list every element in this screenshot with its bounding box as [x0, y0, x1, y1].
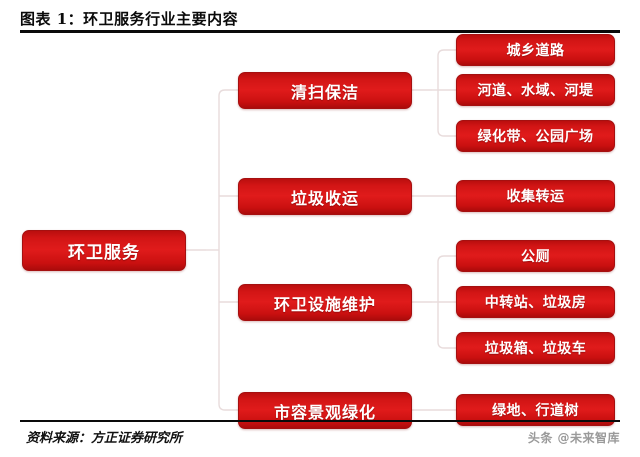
connector-lines	[186, 49, 456, 411]
footer-divider	[20, 420, 620, 422]
node-branch-3[interactable]: 环卫设施维护	[238, 284, 412, 321]
page-title: 图表 1：环卫服务行业主要内容	[20, 10, 239, 28]
watermark-label: 头条 @未来智库	[527, 431, 620, 445]
node-branch-1[interactable]: 清扫保洁	[238, 72, 412, 109]
node-branch-4[interactable]: 市容景观绿化	[238, 392, 412, 429]
org-chart-diagram: 环卫服务 清扫保洁 垃圾收运 环卫设施维护 市容景观绿化 城乡道路 河道、水域、…	[0, 34, 640, 429]
node-branch-2[interactable]: 垃圾收运	[238, 178, 412, 215]
node-root[interactable]: 环卫服务	[22, 230, 186, 271]
node-leaf-1-2[interactable]: 河道、水域、河堤	[456, 74, 615, 106]
node-leaf-3-1[interactable]: 公厕	[456, 240, 615, 272]
title-divider	[20, 30, 620, 33]
node-leaf-2-1[interactable]: 收集转运	[456, 180, 615, 212]
source-attribution: 资料来源：方正证券研究所	[26, 431, 183, 446]
node-leaf-1-3[interactable]: 绿化带、公园广场	[456, 120, 615, 152]
node-leaf-3-2[interactable]: 中转站、垃圾房	[456, 286, 615, 318]
node-leaf-3-3[interactable]: 垃圾箱、垃圾车	[456, 332, 615, 364]
node-leaf-1-1[interactable]: 城乡道路	[456, 34, 615, 66]
